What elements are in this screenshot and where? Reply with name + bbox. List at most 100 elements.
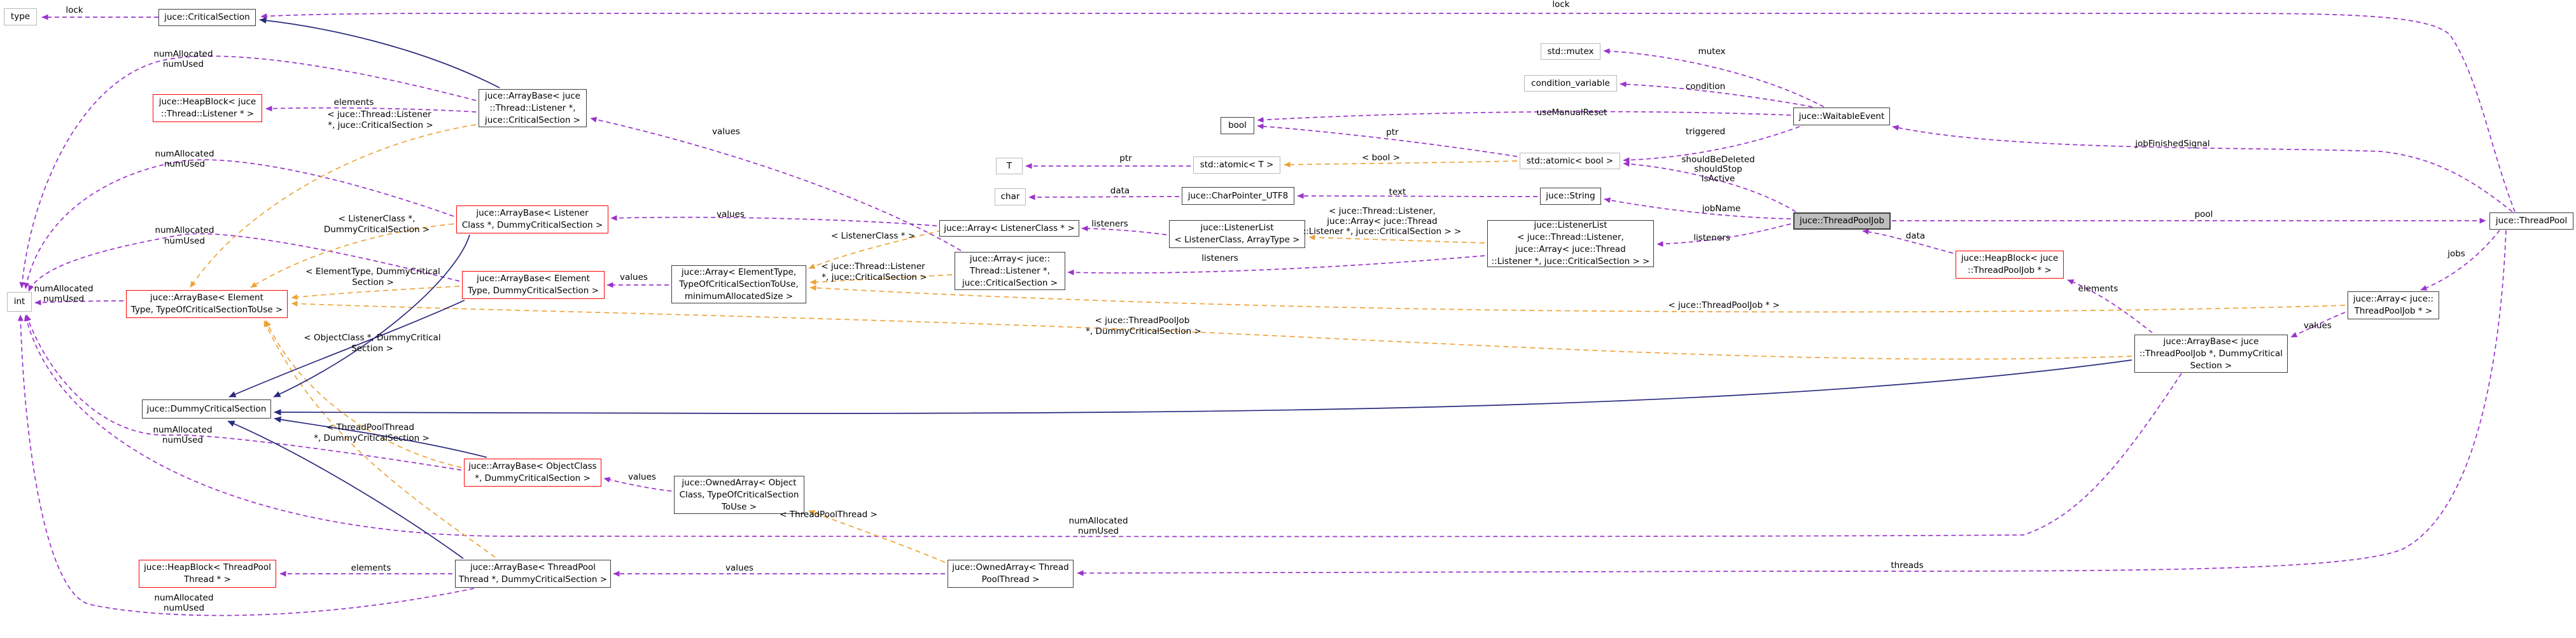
class-node-heapblock-threadpoolthread[interactable]: juce::HeapBlock< ThreadPool Thread * > [139, 560, 276, 588]
class-node-arraybase-threadpoolthread-dummy[interactable]: juce::ArrayBase< ThreadPool Thread *, Du… [455, 560, 611, 588]
edge-values-2 [610, 215, 937, 226]
edge-values-5 [2290, 312, 2346, 338]
class-node-label: juce::ArrayBase< Listener Class *, Dummy… [461, 208, 603, 230]
edge-listeners-3 [1656, 223, 1791, 247]
class-node-label: juce::ThreadPoolJob [1799, 216, 1885, 226]
edge-threads [1077, 230, 2507, 576]
class-node-threadpool[interactable]: juce::ThreadPool [2489, 212, 2573, 230]
class-node-charpointer-utf8[interactable]: juce::CharPointer_UTF8 [1182, 187, 1294, 205]
class-node-string[interactable]: juce::String [1540, 188, 1601, 205]
class-node-label: juce::DummyCriticalSection [146, 403, 267, 414]
edge-elements-2 [2067, 279, 2153, 333]
class-node-condition-variable[interactable]: condition_variable [1524, 75, 1617, 92]
class-node-arraybase-thread-listener-cs[interactable]: juce::ArrayBase< juce ::Thread::Listener… [479, 89, 587, 127]
edge-numa-b [24, 159, 454, 289]
class-node-label: juce::ThreadPool [2495, 216, 2568, 226]
class-node-heapblock-thread-listener[interactable]: juce::HeapBlock< juce ::Thread::Listener… [153, 94, 262, 122]
class-node-label: juce::CharPointer_UTF8 [1187, 190, 1289, 201]
edge-listeners-2 [1067, 255, 1485, 275]
class-node-array-listenerclass[interactable]: juce::Array< ListenerClass * > [939, 220, 1079, 237]
class-node-label: juce::HeapBlock< juce ::Thread::Listener… [158, 97, 256, 119]
class-node-arraybase-listenerclass-dummy[interactable]: juce::ArrayBase< Listener Class *, Dummy… [456, 205, 608, 233]
class-node-label: juce::Array< juce:: Thread::Listener *, … [962, 253, 1058, 288]
class-node-label: bool [1228, 120, 1247, 130]
class-node-arraybase-template[interactable]: juce::ArrayBase< Element Type, TypeOfCri… [126, 290, 288, 318]
class-node-label: juce::Array< juce:: ThreadPoolJob * > [2353, 294, 2434, 316]
class-node-label: juce::String [1546, 191, 1595, 201]
class-node-label: juce::ArrayBase< ObjectClass *, DummyCri… [468, 461, 597, 483]
class-node-label: juce::ListenerList < ListenerClass, Arra… [1174, 223, 1300, 245]
edge-numa-e [25, 314, 462, 471]
edge-triggered [1623, 126, 1800, 163]
class-node-label: int [13, 296, 25, 307]
edge-mutex [1603, 48, 1824, 107]
edge-values-4 [603, 476, 672, 492]
class-node-label: T [1006, 160, 1012, 171]
class-node-label: juce::OwnedArray< Thread PoolThread > [952, 562, 1069, 585]
edge-tmpl-ab-tpj [291, 300, 2132, 360]
edge-tmpl-bool [1284, 160, 1518, 168]
edge-inh-jtlcs-cs [259, 17, 500, 88]
class-node-dummy-critical-section[interactable]: juce::DummyCriticalSection [142, 399, 271, 419]
class-node-t[interactable]: T [996, 158, 1023, 174]
class-node-arraybase-objectclass-dummy[interactable]: juce::ArrayBase< ObjectClass *, DummyCri… [464, 459, 601, 487]
class-node-int[interactable]: int [7, 292, 32, 312]
class-node-label: juce::ListenerList < juce::Thread::Liste… [1491, 220, 1650, 267]
class-node-atomic-bool[interactable]: std::atomic< bool > [1520, 153, 1620, 169]
edge-inh-oc-dcs [274, 416, 487, 458]
class-node-type[interactable]: type [4, 8, 37, 25]
class-node-critical-section[interactable]: juce::CriticalSection [158, 9, 256, 26]
class-node-label: juce::HeapBlock< juce ::ThreadPoolJob * … [1961, 253, 2059, 275]
class-node-label: juce::HeapBlock< ThreadPool Thread * > [144, 562, 271, 585]
class-node-array-thread-listener-cs[interactable]: juce::Array< juce:: Thread::Listener *, … [955, 252, 1065, 290]
class-node-label: juce::WaitableEvent [1798, 111, 1885, 121]
edge-tmpl-a-lc [808, 230, 942, 269]
class-node-label: juce::ArrayBase< ThreadPool Thread *, Du… [458, 562, 608, 585]
edge-data-2 [1862, 228, 1954, 254]
class-node-label: std::atomic< T > [1200, 160, 1274, 170]
edge-jobname [1604, 197, 1791, 219]
edge-elements-ab-hb [265, 106, 477, 113]
edge-values-1 [590, 116, 962, 251]
class-node-label: juce::ArrayBase< juce ::ThreadPoolJob *,… [2139, 336, 2283, 371]
class-node-label: juce::OwnedArray< Object Class, TypeOfCr… [679, 477, 799, 512]
class-node-label: type [10, 11, 31, 22]
edge-lock-pool-cs [260, 13, 2516, 212]
class-node-threadpooljob[interactable]: juce::ThreadPoolJob [1793, 212, 1891, 230]
class-node-label: std::mutex [1547, 46, 1594, 57]
class-node-listenerlist-instance[interactable]: juce::ListenerList < juce::Thread::Liste… [1487, 220, 1654, 267]
class-node-ownedarray-template[interactable]: juce::OwnedArray< Object Class, TypeOfCr… [674, 476, 804, 514]
edge-should3 [1623, 161, 1796, 212]
class-node-arraybase-threadpooljob-dummy[interactable]: juce::ArrayBase< juce ::ThreadPoolJob *,… [2134, 335, 2288, 373]
edge-text-1 [1297, 193, 1538, 199]
edge-numa-f [17, 314, 475, 616]
class-node-waitable-event[interactable]: juce::WaitableEvent [1793, 107, 1890, 125]
edge-condition [1620, 81, 1813, 107]
class-node-label: juce::ArrayBase< Element Type, TypeOfCri… [130, 293, 283, 315]
edge-numa-a [19, 55, 477, 289]
edge-tmpl-oa-tpt [808, 510, 946, 563]
class-node-atomic-t[interactable]: std::atomic< T > [1193, 156, 1280, 174]
class-node-char[interactable]: char [995, 188, 1026, 205]
class-node-std-mutex[interactable]: std::mutex [1541, 43, 1600, 60]
edge-tmpl-a-jtlcs [809, 274, 953, 286]
class-node-ownedarray-threadpoolthread[interactable]: juce::OwnedArray< Thread PoolThread > [948, 560, 1074, 588]
edge-inh-ed-dcs [228, 300, 465, 398]
edge-jobfinishedsignal [1892, 125, 2513, 212]
class-node-array-threadpooljob[interactable]: juce::Array< juce:: ThreadPoolJob * > [2348, 291, 2439, 319]
edge-tmpl-ab-ed [291, 286, 460, 300]
class-node-label: condition_variable [1531, 78, 1610, 88]
class-node-listenerlist-template[interactable]: juce::ListenerList < ListenerClass, Arra… [1169, 220, 1305, 248]
class-node-bool[interactable]: bool [1221, 117, 1254, 134]
class-node-label: juce::ArrayBase< juce ::Thread::Listener… [484, 90, 581, 125]
edge-jobs [2420, 230, 2500, 291]
class-node-label: juce::Array< ListenerClass * > [944, 223, 1075, 233]
class-node-heapblock-threadpooljob[interactable]: juce::HeapBlock< juce ::ThreadPoolJob * … [1956, 251, 2064, 279]
class-node-arraybase-elementtype-dummy[interactable]: juce::ArrayBase< Element Type, DummyCrit… [462, 271, 605, 299]
class-node-label: std::atomic< bool > [1526, 155, 1614, 166]
edge-inh-tpt-dcs [227, 420, 464, 559]
edge-usemanualreset [1257, 111, 1791, 123]
class-node-label: juce::CriticalSection [164, 12, 250, 22]
class-node-array-template[interactable]: juce::Array< ElementType, TypeOfCritical… [671, 265, 806, 303]
